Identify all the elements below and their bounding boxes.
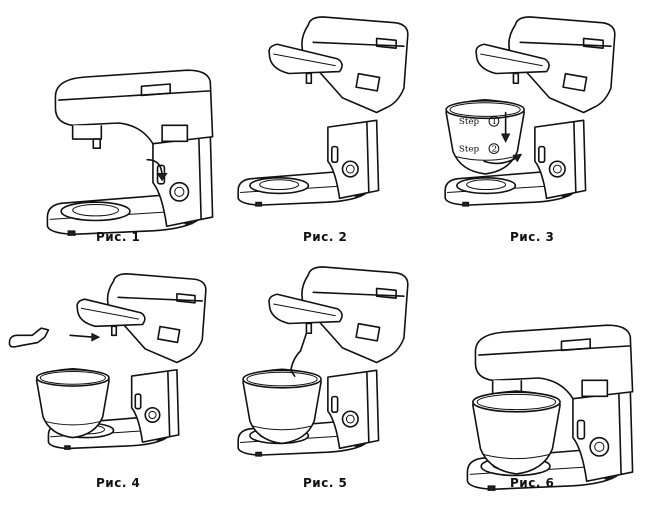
rotate-arrow-icon [484, 157, 517, 163]
figure-1-caption: Рис. 1 [96, 230, 141, 244]
figure-2-caption: Рис. 2 [303, 230, 348, 244]
mixer-illustration-bowl-install: Step 1 Step 2 [444, 16, 616, 207]
figure-1 [35, 45, 225, 240]
figure-4 [5, 265, 207, 460]
step-1-label: Step [459, 117, 480, 127]
right-arrow-icon [70, 335, 94, 337]
mixer-illustration-ready [466, 324, 634, 492]
figure-6 [455, 300, 645, 495]
figure-6-caption: Рис. 6 [510, 476, 555, 490]
figure-2 [228, 15, 418, 210]
figure-5 [228, 265, 418, 460]
figure-3-caption: Рис. 3 [510, 230, 555, 244]
step-2-label: Step [459, 145, 480, 155]
step-2-number: 2 [491, 145, 497, 155]
figure-4-caption: Рис. 4 [96, 476, 141, 490]
mixer-illustration-head-open [237, 16, 409, 207]
mixer-illustration-attach-tool [5, 273, 207, 451]
figure-3: Step 1 Step 2 [435, 15, 625, 210]
step-1-number: 1 [491, 117, 497, 127]
dough-hook-icon [9, 328, 48, 347]
mixer-illustration-closed [46, 69, 214, 237]
mixer-illustration-tool-attached [237, 266, 409, 457]
figure-5-caption: Рис. 5 [303, 476, 348, 490]
hook-attached-icon [291, 333, 307, 376]
